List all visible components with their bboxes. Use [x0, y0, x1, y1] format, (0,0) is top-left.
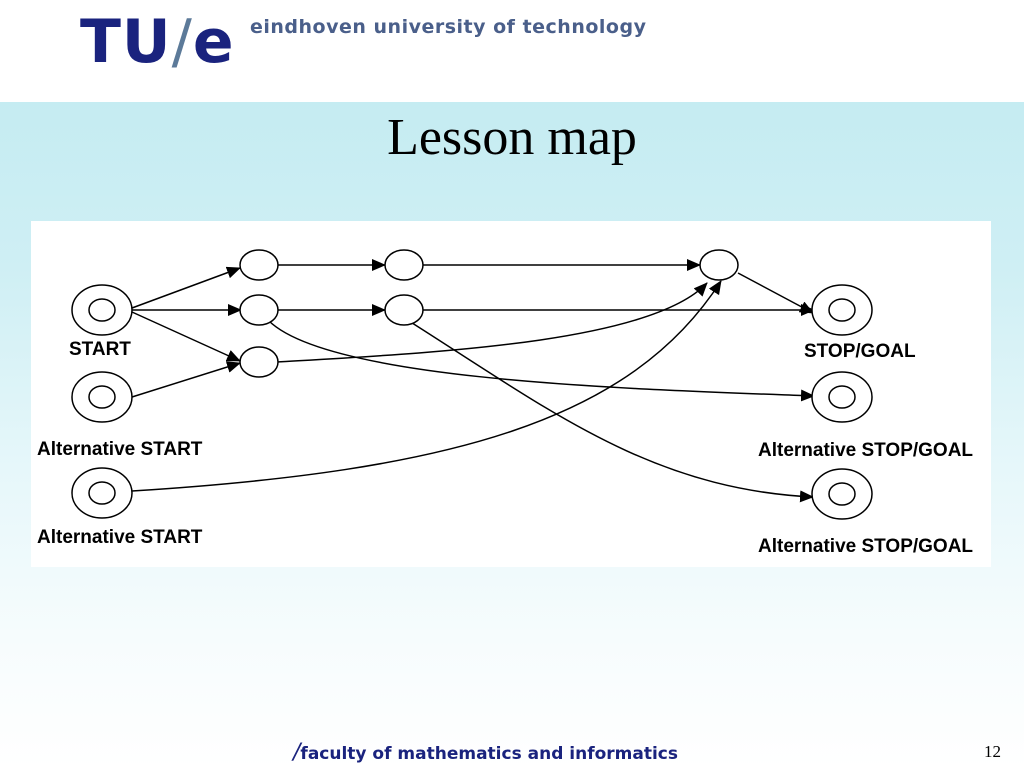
node-a2 — [239, 294, 279, 326]
edge-start-a1 — [131, 266, 241, 309]
node-b2 — [384, 294, 424, 326]
terminal-nodes — [71, 284, 873, 520]
label-start: START — [69, 339, 131, 360]
edges — [131, 259, 815, 503]
page-number: 12 — [984, 742, 1001, 761]
slide-title: Lesson map — [387, 109, 637, 166]
footer-label: faculty of mathematics and informatics — [300, 744, 678, 764]
edge-c-stop — [737, 272, 814, 314]
header: TU/e eindhoven university of technology — [0, 0, 1024, 102]
node-a1 — [239, 249, 279, 281]
edge-b2-altstop2 — [408, 320, 814, 503]
logo-main: TU — [80, 7, 172, 77]
diagram-svg: START Alternative START Alternative STAR… — [37, 249, 973, 557]
lesson-map-diagram: START Alternative START Alternative STAR… — [31, 221, 991, 567]
edge-a3-c — [276, 282, 708, 363]
tue-logo: TU/e — [80, 6, 235, 78]
edge-start-a3 — [131, 311, 241, 362]
label-stop: STOP/GOAL — [804, 341, 916, 362]
node-alt-stop-2 — [811, 468, 873, 520]
node-c — [699, 249, 739, 281]
edge-altstart-a3 — [131, 361, 241, 398]
label-alt-start-2: Alternative START — [37, 527, 203, 548]
logo-e: e — [192, 7, 235, 77]
edge-altstart2-c — [131, 280, 722, 492]
label-alt-start-1: Alternative START — [37, 439, 203, 460]
intermediate-nodes — [239, 249, 739, 378]
label-alt-stop-1: Alternative STOP/GOAL — [758, 440, 973, 461]
edge-a2-altstop1 — [268, 320, 815, 402]
node-stop — [811, 284, 873, 336]
logo-slash: / — [171, 7, 193, 77]
footer-faculty: /faculty of mathematics and informatics — [293, 740, 678, 765]
university-name: eindhoven university of technology — [250, 16, 647, 38]
node-alt-stop-1 — [811, 371, 873, 423]
node-alt-start-1 — [71, 371, 133, 423]
node-alt-start-2 — [71, 467, 133, 519]
footer-slash: / — [293, 740, 301, 765]
node-a3 — [239, 346, 279, 378]
node-b1 — [384, 249, 424, 281]
label-alt-stop-2: Alternative STOP/GOAL — [758, 536, 973, 557]
node-start — [71, 284, 133, 336]
